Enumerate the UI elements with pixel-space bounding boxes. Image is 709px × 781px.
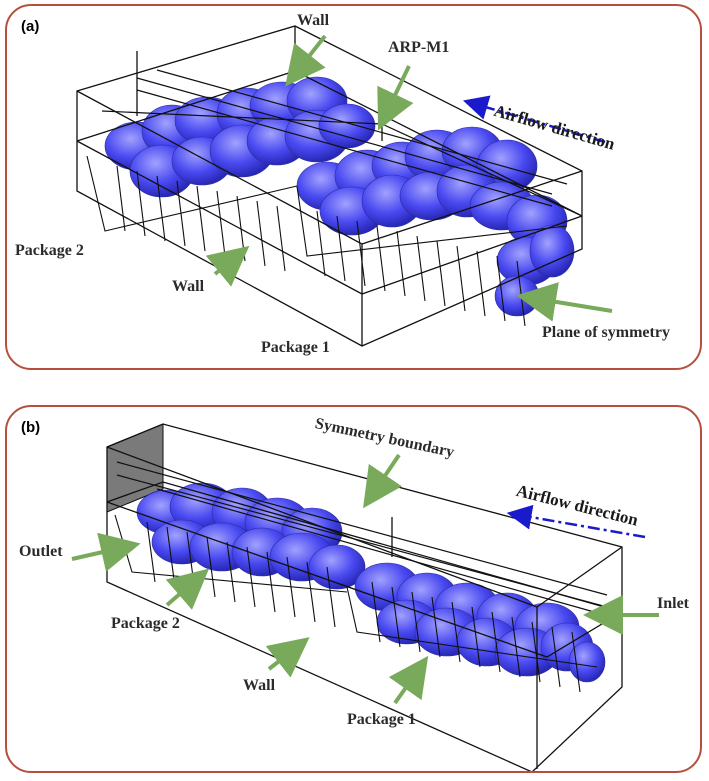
label-package2-a: Package 2 <box>15 242 84 259</box>
label-arp-m1: ARP-M1 <box>388 39 450 56</box>
panel-a: (a) <box>5 4 702 370</box>
arrow-outlet <box>71 532 141 572</box>
container-wireframe <box>76 25 583 347</box>
arrow-package1 <box>388 655 429 705</box>
panel-b: (b) <box>5 405 702 773</box>
crate-ribs <box>114 514 598 693</box>
label-package1-a: Package 1 <box>261 339 330 356</box>
produce-mass <box>104 76 575 317</box>
label-package1-b: Package 1 <box>347 711 416 728</box>
label-wall-bottom: Wall <box>172 278 205 295</box>
panel-a-label: (a) <box>21 18 40 35</box>
label-outlet: Outlet <box>19 543 63 560</box>
arrow-arp <box>377 65 414 131</box>
label-wall-b: Wall <box>243 677 276 694</box>
arrow-wall <box>265 637 310 678</box>
panel-b-scene <box>71 423 659 771</box>
panel-a-scene <box>76 25 613 347</box>
label-inlet: Inlet <box>657 595 689 612</box>
label-wall-top: Wall <box>297 12 330 29</box>
arrow-wall-bottom <box>205 245 250 287</box>
label-package2-b: Package 2 <box>111 615 180 632</box>
arrow-plane-symmetry <box>516 282 613 322</box>
label-plane-symmetry: Plane of symmetry <box>542 324 670 341</box>
airflow-arrow-b <box>506 504 646 539</box>
arrow-symmetry-boundary <box>363 453 403 509</box>
pointer-arrows <box>205 34 613 322</box>
arrow-package2 <box>165 568 210 610</box>
arrow-wall-top <box>285 34 327 87</box>
top-tray-slats <box>101 69 583 217</box>
pointer-arrows <box>71 453 659 705</box>
panel-b-label: (b) <box>21 419 41 436</box>
top-tray-slats <box>116 461 613 618</box>
